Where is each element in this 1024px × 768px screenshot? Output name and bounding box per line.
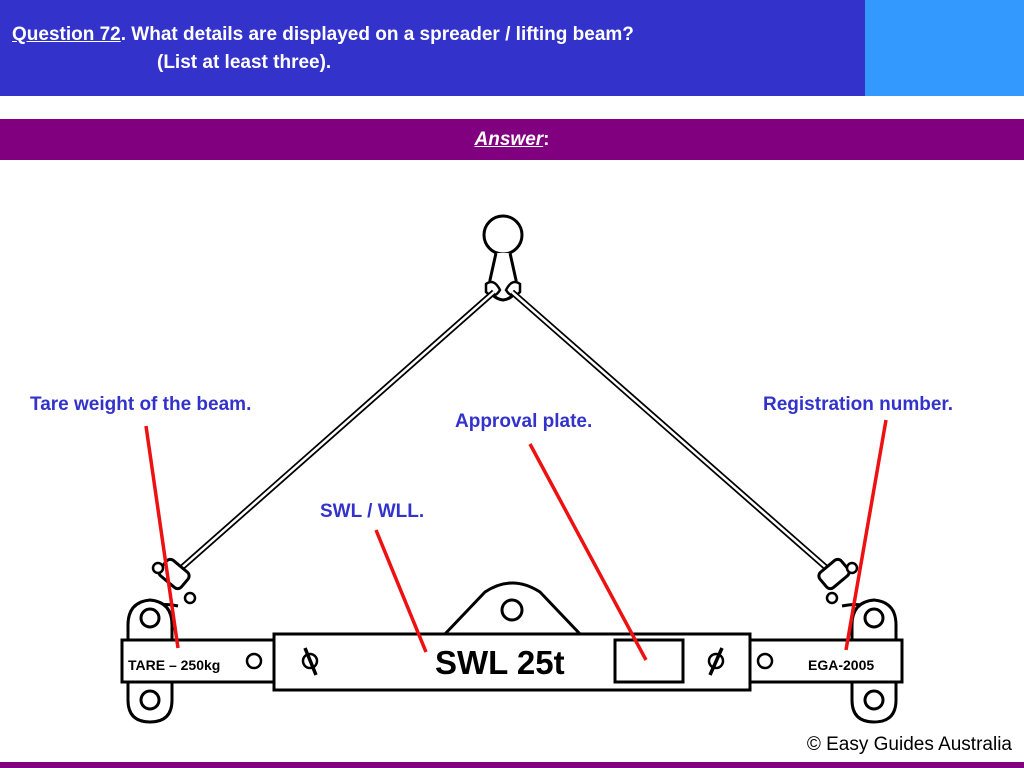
- registration-marking: EGA-2005: [808, 657, 874, 673]
- center-lug-hole: [500, 598, 524, 622]
- question-header: [0, 0, 865, 96]
- beam-arm-right: [748, 638, 904, 684]
- question-text: . What details are displayed on a spread…: [120, 24, 634, 45]
- swl-marking: SWL 25t: [435, 644, 565, 681]
- answer-label: Answer: [474, 129, 544, 150]
- question-title: Question 72. What details are displayed …: [12, 24, 634, 46]
- label-swl-wll: SWL / WLL.: [320, 501, 425, 522]
- sling-right: [510, 289, 840, 581]
- end-lug-right-hole: [863, 607, 885, 629]
- arrow-approval: [528, 443, 648, 661]
- end-lug-left-hole-bottom: [139, 689, 161, 711]
- copyright-notice: © Easy Guides Australia: [806, 734, 1012, 755]
- arrow-swl: [374, 529, 428, 653]
- label-registration-number: Registration number.: [763, 394, 954, 415]
- arm-pin-hole-left: [245, 652, 263, 670]
- question-number: Question 72: [12, 24, 121, 45]
- lifting-ring: [482, 214, 524, 256]
- pin-symbol-right: [707, 647, 725, 676]
- question-subtitle: (List at least three).: [157, 52, 332, 73]
- arm-pin-hole-right: [756, 652, 774, 670]
- arrow-tare: [144, 425, 180, 649]
- end-lug-left-hole: [139, 607, 161, 629]
- tare-weight-marking: TARE – 250kg: [128, 657, 220, 673]
- label-approval-plate: Approval plate.: [455, 411, 593, 432]
- answer-bar: [0, 119, 1024, 160]
- header-side-panel: [865, 0, 1024, 96]
- footer-line: [0, 762, 1024, 768]
- answer-colon: :: [543, 129, 550, 150]
- end-lug-right-hole-bottom: [863, 689, 885, 711]
- answer-heading: Answer:: [0, 129, 1024, 151]
- pin-symbol-left: [301, 647, 319, 676]
- approval-plate: [613, 638, 685, 684]
- sling-left: [168, 289, 496, 581]
- arrow-registration: [844, 419, 888, 651]
- label-tare-weight: Tare weight of the beam.: [30, 394, 252, 415]
